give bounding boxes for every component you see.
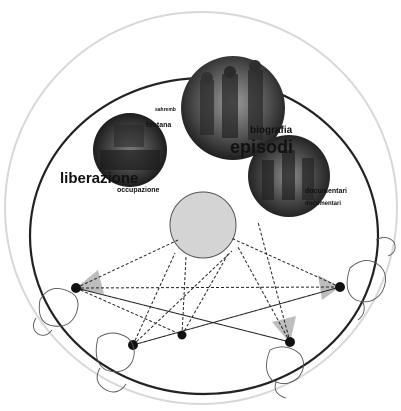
label-liberazione: liberazione (60, 170, 138, 187)
visitor-figures (33, 237, 395, 398)
label-fontana: fontana (146, 122, 171, 129)
label-sahremb: sahremb (155, 107, 176, 113)
station-bottom-center (178, 331, 187, 340)
station-bottom-right (285, 337, 295, 347)
label-episodi: episodi (230, 137, 293, 157)
central-hub (170, 192, 236, 258)
station-left (71, 283, 81, 293)
label-documentari-2: documentari (305, 201, 341, 207)
label-occupazione: occupazione (117, 187, 160, 194)
label-documentari: documentari (305, 188, 347, 195)
label-biografia: biografia (250, 125, 293, 136)
station-right (335, 282, 345, 292)
